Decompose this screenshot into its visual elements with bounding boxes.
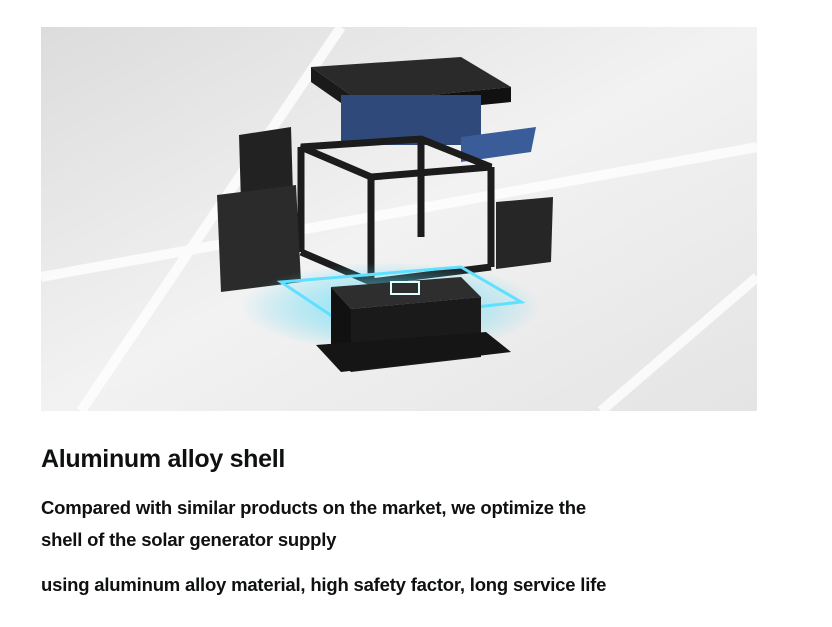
description-line: using aluminum alloy material, high safe… [41,574,607,595]
description-line: Compared with similar products on the ma… [41,497,586,518]
product-exploded-view-image [41,27,757,411]
section-title: Aluminum alloy shell [41,445,286,473]
description-line: shell of the solar generator supply [41,529,337,550]
power-station-illustration [41,27,757,411]
